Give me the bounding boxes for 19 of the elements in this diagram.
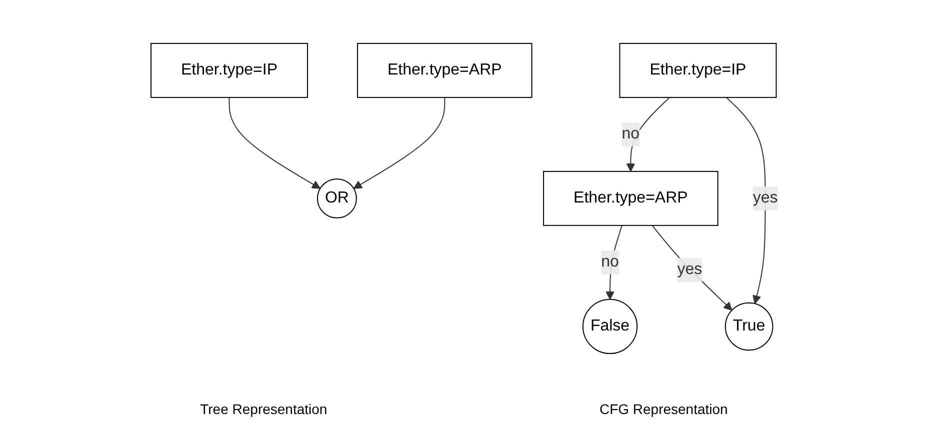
edge-label: no [600,253,619,270]
arrow [651,224,732,311]
node-box: Ether.type=ARP [356,42,532,98]
node-circle: False [582,298,638,354]
node-circle: True [724,302,773,351]
caption-text: Tree Representation [200,401,328,417]
node-box: Ether.type=IP [150,42,308,98]
arrow [726,96,766,304]
arrow [352,96,445,189]
node-circle: OR [316,178,357,218]
edge-label: yes [752,189,778,206]
node-box: Ether.type=IP [618,42,776,98]
arrow [605,224,622,300]
edge-label: no [621,125,640,142]
node-box: Ether.type=ARP [542,170,718,226]
arrow [228,96,320,189]
edge-label: yes [676,260,702,278]
arrow [626,96,670,172]
caption-text: CFG Representation [599,401,728,417]
